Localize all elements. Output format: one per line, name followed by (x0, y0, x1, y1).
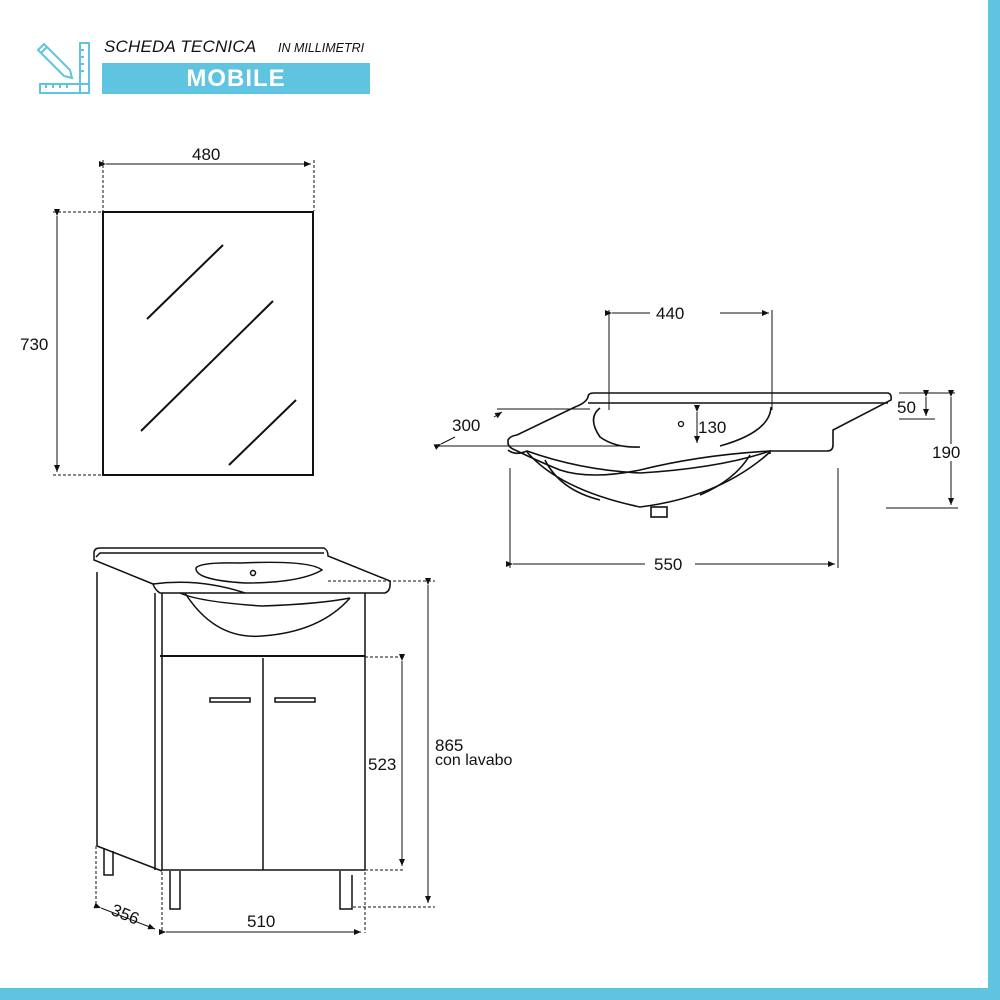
basin-total-height-label: 190 (932, 443, 961, 462)
mirror-drawing (53, 160, 315, 476)
mirror-width-label: 480 (192, 145, 221, 164)
cabinet-width-label: 510 (247, 912, 276, 931)
header-subtitle: IN MILLIMETRI (278, 41, 365, 55)
cabinet-door-height-label: 523 (368, 755, 397, 774)
header-title: SCHEDA TECNICA (104, 37, 257, 56)
basin-rim-height-label: 50 (897, 398, 916, 417)
basin-bowl-width-label: 440 (653, 305, 688, 322)
cabinet-total-height-note: con lavabo (435, 752, 513, 769)
category-banner: MOBILE (102, 63, 370, 94)
cabinet-dimensions (93, 578, 435, 935)
frame-border-right (988, 0, 1000, 1000)
basin-bowl-depth-label: 130 (698, 418, 727, 437)
basin-dimensions (433, 310, 958, 568)
basin-drawing (507, 392, 892, 518)
mirror-height-label: 730 (20, 335, 49, 354)
frame-border-bottom (0, 988, 1000, 1000)
cabinet-total-height-label: 865 (435, 736, 464, 755)
cabinet-drawing (93, 547, 391, 910)
basin-depth-label: 300 (452, 416, 481, 435)
basin-total-width-label: 550 (651, 556, 686, 573)
ruler-pencil-icon (36, 42, 90, 94)
